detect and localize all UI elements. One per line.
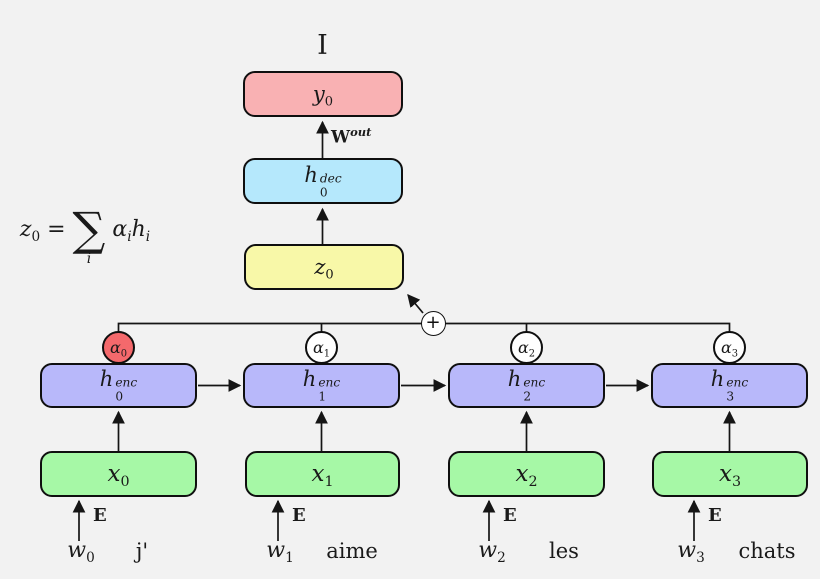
formula-sum: ∑i: [72, 201, 106, 268]
wout-base: W: [331, 127, 351, 148]
embedding-matrix-label-2: E: [503, 505, 517, 526]
token-symbol-1: w1: [266, 538, 294, 566]
decoder-sub: 0: [319, 185, 328, 200]
context-sub: 0: [325, 267, 334, 283]
embedding-matrix-label-3: E: [708, 505, 722, 526]
attention-label-3: α3: [720, 338, 739, 360]
embedding-label-0: x0: [107, 461, 130, 490]
output-weight-label: Wout: [331, 125, 371, 148]
output-sub: 0: [324, 94, 334, 110]
attention-label-2: α2: [517, 338, 536, 360]
output-box: y0: [243, 71, 403, 117]
output-box-label: y0: [312, 82, 333, 109]
attention-label-1: α1: [312, 338, 331, 360]
formula-lhs: z0: [19, 216, 41, 245]
sigma-symbol: ∑: [72, 201, 106, 256]
embedding-label-3: x3: [718, 461, 742, 490]
attention-circle-0: α0: [102, 331, 135, 364]
sum-node: +: [420, 310, 446, 336]
embedding-matrix-label-0: E: [93, 505, 107, 526]
context-base: z: [314, 255, 326, 279]
attention-circle-3: α3: [713, 331, 746, 364]
token-symbol-0: w0: [67, 538, 95, 566]
output-base: y: [312, 82, 325, 106]
attention-circle-1: α1: [305, 331, 338, 364]
embedding-box-3: x3: [652, 451, 808, 497]
decoder-sup: dec: [319, 171, 342, 186]
attention-circle-2: α2: [510, 331, 543, 364]
embedding-box-1: x1: [245, 451, 400, 497]
token-symbol-2: w2: [478, 538, 506, 566]
formula-equals: =: [47, 216, 66, 242]
context-box-label: z0: [314, 255, 333, 282]
sigma-index: i: [86, 251, 92, 268]
context-vector-box: z0: [244, 244, 404, 290]
token-symbol-3: w3: [677, 538, 705, 566]
token-word-3: chats: [738, 539, 796, 563]
embedding-box-2: x2: [448, 451, 605, 497]
embedding-label-2: x2: [515, 461, 538, 490]
formula-terms: αihi: [112, 216, 151, 245]
wout-sup: out: [350, 125, 372, 139]
token-word-0: j': [135, 539, 149, 563]
token-word-1: aime: [326, 539, 378, 563]
arrow-plus-to-context: [407, 294, 424, 314]
attention-label-0: α0: [109, 338, 128, 360]
embedding-matrix-label-1: E: [292, 505, 306, 526]
plus-icon: +: [425, 312, 441, 333]
embedding-label-1: x1: [311, 461, 334, 490]
decoder-base: h: [304, 162, 318, 187]
output-token-label: I: [317, 30, 328, 61]
context-formula: z0 = ∑i αihi: [4, 190, 166, 268]
embedding-box-0: x0: [40, 451, 197, 497]
token-word-2: les: [549, 539, 579, 563]
